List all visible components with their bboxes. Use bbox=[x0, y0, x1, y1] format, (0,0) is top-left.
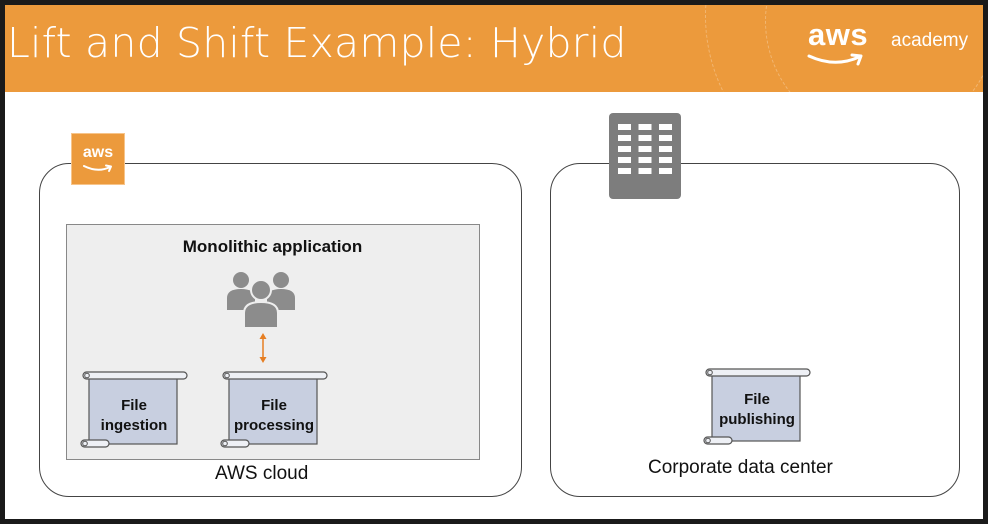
file-processing-component: File processing bbox=[219, 370, 329, 455]
file-ingestion-component: File ingestion bbox=[79, 370, 189, 455]
aws-cloud-caption: AWS cloud bbox=[215, 463, 309, 484]
aws-badge-text: aws bbox=[82, 144, 114, 161]
logo-aws-text: aws bbox=[808, 17, 869, 52]
monolithic-application-title: Monolithic application bbox=[182, 237, 363, 256]
corporate-data-center-caption: Corporate data center bbox=[648, 457, 833, 478]
slide: Lift and Shift Example: Hybrid aws acade… bbox=[5, 5, 983, 519]
file-publishing-component: File publishing bbox=[702, 367, 812, 452]
logo-academy-text: academy bbox=[891, 30, 969, 51]
users-group-icon bbox=[227, 272, 295, 329]
corporate-data-center-icon bbox=[609, 113, 681, 199]
aws-logo-badge: aws bbox=[71, 133, 125, 185]
slide-header: Lift and Shift Example: Hybrid aws acade… bbox=[5, 5, 983, 92]
scroll-icon bbox=[80, 371, 188, 448]
aws-smile-icon bbox=[807, 53, 863, 66]
bidirectional-arrow-icon bbox=[259, 333, 267, 363]
aws-smile-icon bbox=[83, 164, 112, 172]
scroll-icon bbox=[220, 371, 328, 448]
slide-title: Lift and Shift Example: Hybrid bbox=[7, 19, 627, 67]
file-ingestion-label: File ingestion bbox=[100, 397, 168, 434]
file-publishing-label: File publishing bbox=[719, 391, 795, 428]
scroll-icon bbox=[703, 368, 811, 445]
aws-academy-logo: aws academy bbox=[805, 13, 981, 73]
file-processing-label: File processing bbox=[233, 397, 315, 434]
